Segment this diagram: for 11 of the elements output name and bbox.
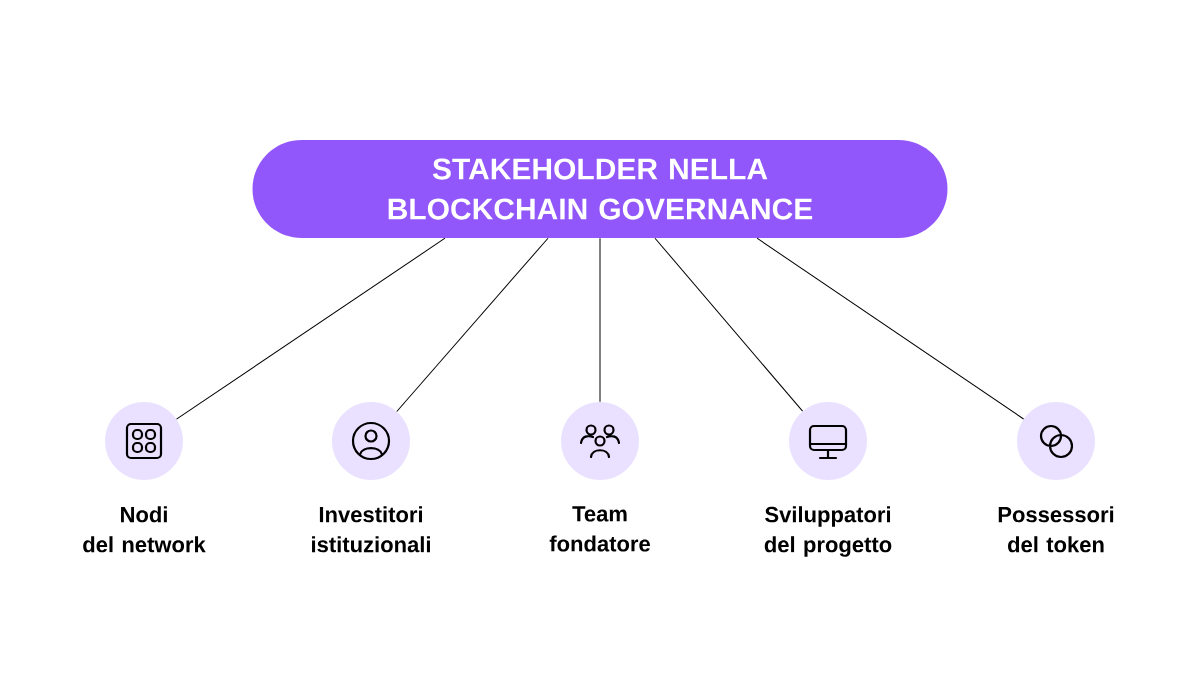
- connector-line: [654, 237, 804, 412]
- stakeholder-label: Nodi del network: [83, 506, 206, 553]
- title-pill: STAKEHOLDER NELLA BLOCKCHAIN GOVERNANCE: [252, 140, 948, 238]
- connector-line: [756, 237, 1025, 420]
- connector-line: [176, 237, 446, 420]
- stakeholder-label: Team fondatore: [549, 506, 650, 552]
- stakeholder-label: Sviluppatori del progetto: [764, 506, 892, 557]
- connector-line: [396, 237, 549, 412]
- connector-line: [599, 237, 601, 403]
- stakeholder-label: Investitori istituzionali: [312, 506, 430, 553]
- stakeholder-label: Possessori del token: [998, 506, 1114, 553]
